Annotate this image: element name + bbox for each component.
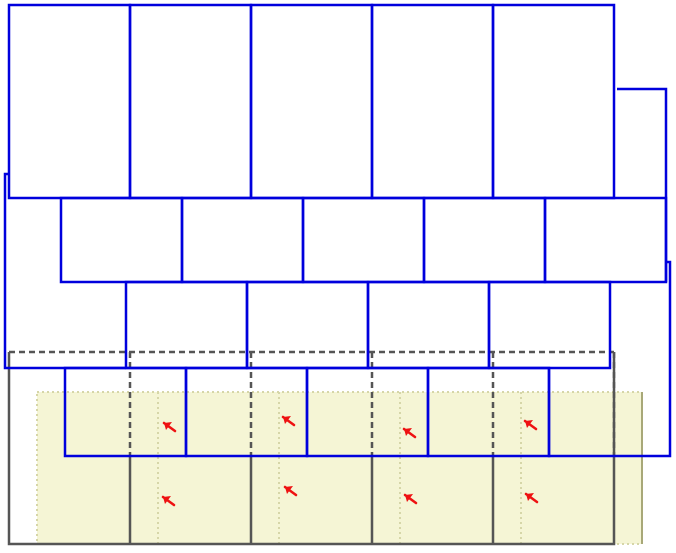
arrow-up-left-icon — [523, 419, 538, 431]
base-grid — [7, 350, 616, 546]
arrow-up-left-icon — [161, 495, 176, 507]
highlight-region — [36, 391, 643, 545]
arrow-up-left-icon — [162, 421, 177, 433]
arrow-up-left-icon — [524, 492, 539, 504]
highlight-area — [36, 391, 643, 545]
panel-row-4 — [63, 260, 672, 458]
panel-cell — [547, 260, 672, 458]
arrow-up-left-icon — [402, 427, 417, 439]
arrow-up-left-icon — [281, 415, 296, 427]
arrows — [161, 415, 539, 507]
arrow-up-left-icon — [283, 485, 298, 497]
arrow-up-left-icon — [403, 493, 418, 505]
panel-rows — [3, 3, 672, 458]
